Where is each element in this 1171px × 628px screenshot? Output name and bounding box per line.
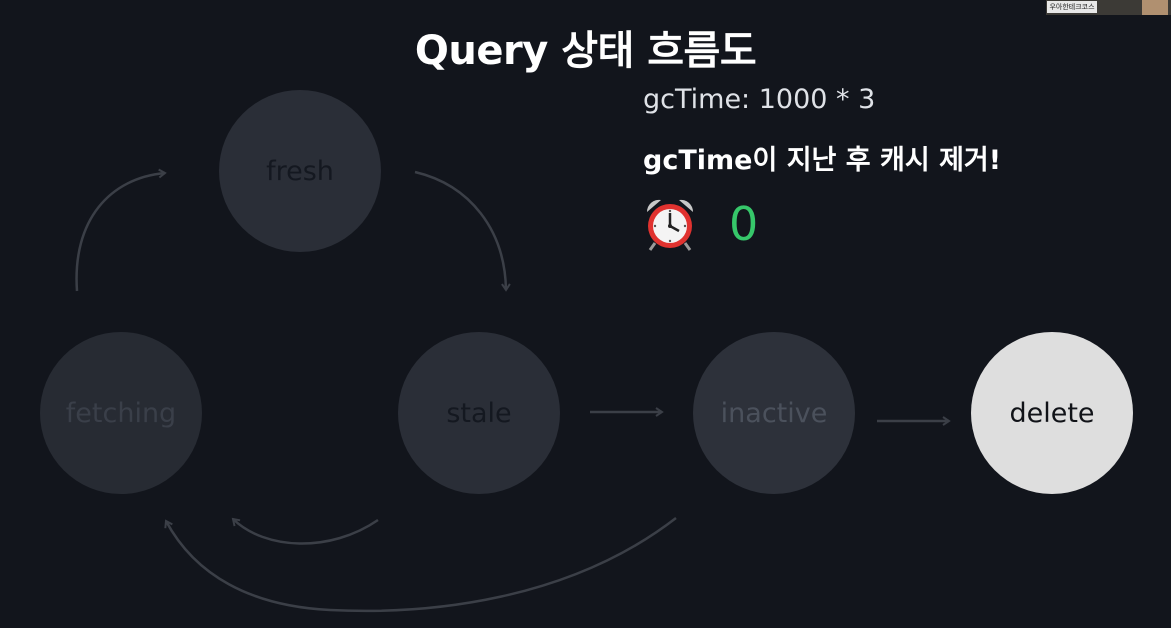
alarm-clock-icon: [646, 199, 694, 251]
webcam-video: [1142, 0, 1168, 15]
edge-fresh-to-stale: [414, 170, 511, 292]
node-inactive: inactive: [693, 332, 855, 494]
timer-counter: 0: [729, 197, 759, 251]
node-fresh: fresh: [219, 90, 381, 252]
gc-time-description: gcTime이 지난 후 캐시 제거!: [643, 145, 1002, 176]
node-delete-label: delete: [1009, 397, 1095, 429]
slide-title: Query 상태 흐름도: [414, 28, 757, 74]
node-fresh-label: fresh: [266, 155, 334, 187]
node-fetching: fetching: [40, 332, 202, 494]
node-stale: stale: [398, 332, 560, 494]
edge-stale-to-fetching: [231, 517, 379, 545]
gc-time-label: gcTime: 1000 * 3: [643, 84, 876, 115]
node-delete: delete: [971, 332, 1133, 494]
webcam-overlay: 우아한테크코스: [1046, 0, 1171, 15]
node-inactive-label: inactive: [720, 397, 828, 429]
webcam-label: 우아한테크코스: [1047, 1, 1097, 13]
node-stale-label: stale: [446, 397, 512, 429]
edge-fetching-to-fresh: [75, 168, 167, 292]
node-fetching-label: fetching: [65, 397, 177, 429]
edge-inactive-to-fetching: [164, 517, 677, 613]
